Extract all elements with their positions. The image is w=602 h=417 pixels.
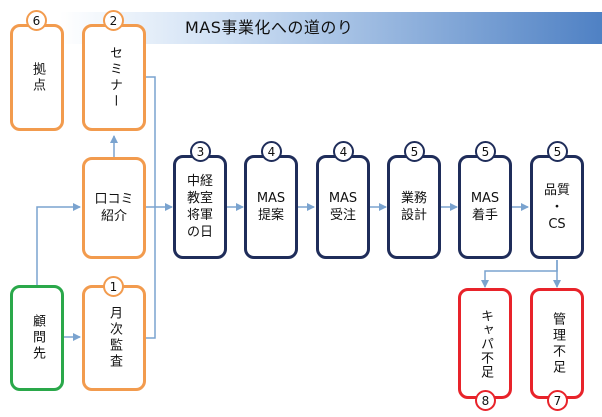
- node-teian-label: MAS 提案: [256, 191, 286, 223]
- node-sekkei-label: 業務 設計: [400, 191, 427, 223]
- arrow-komon-to-kuchikomi: [36, 203, 81, 285]
- badge-kyoten: 6: [26, 10, 47, 31]
- badge-sekkei: 5: [404, 141, 425, 162]
- node-sekkei: 業務 設計: [387, 155, 441, 259]
- badge-nakakei: 3: [190, 141, 211, 162]
- arrow-hinshitsu-to-capa: [481, 260, 558, 288]
- node-teian: MAS 提案: [244, 155, 298, 259]
- badge-kanri: 7: [547, 390, 568, 411]
- node-komon-label: 顧問先: [30, 314, 45, 362]
- node-kyoten-label: 拠点: [30, 61, 45, 94]
- badge-hinshitsu: 5: [547, 141, 568, 162]
- badge-chakushu: 5: [475, 141, 496, 162]
- badge-getsuji: 1: [103, 276, 124, 297]
- node-chakushu-label: MAS 着手: [470, 191, 500, 223]
- node-capa: キャパ不足: [458, 288, 512, 399]
- badge-capa: 8: [475, 390, 496, 411]
- node-kyoten: 拠点: [10, 24, 64, 131]
- node-nakakei-label: 中経 教室 将軍 の日: [186, 174, 213, 240]
- node-capa-label: キャパ不足: [478, 308, 493, 379]
- node-kanri-label: 管理不足: [550, 311, 565, 376]
- badge-teian: 4: [261, 141, 282, 162]
- node-getsuji-label: 月次監査: [107, 306, 122, 370]
- diagram-title: MAS事業化への道のり: [185, 18, 354, 37]
- node-komon: 顧問先: [10, 285, 64, 391]
- node-getsuji: 月次監査: [82, 285, 146, 391]
- node-hinshitsu: 品質 ・ CS: [530, 155, 584, 259]
- node-juchu: MAS 受注: [316, 155, 370, 259]
- node-kanri: 管理不足: [530, 288, 584, 399]
- node-juchu-label: MAS 受注: [328, 191, 358, 223]
- badge-juchu: 4: [333, 141, 354, 162]
- node-kuchikomi: 口コミ 紹介: [82, 157, 146, 259]
- node-hinshitsu-label: 品質 ・ CS: [543, 182, 570, 232]
- node-kuchikomi-label: 口コミ 紹介: [94, 192, 134, 224]
- title-banner: [60, 12, 602, 44]
- node-seminar-label: セミナー: [107, 45, 122, 110]
- node-chakushu: MAS 着手: [458, 155, 512, 259]
- badge-seminar: 2: [103, 10, 124, 31]
- node-seminar: セミナー: [82, 24, 146, 131]
- node-nakakei: 中経 教室 将軍 の日: [173, 155, 227, 259]
